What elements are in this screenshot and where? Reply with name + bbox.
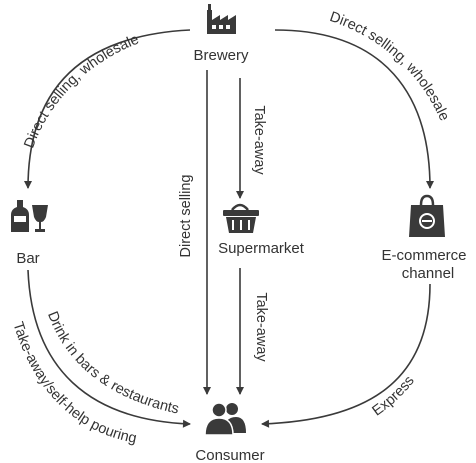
- edge-label-supermarket-to-consumer: Take-away: [253, 292, 269, 362]
- ecommerce-label-line2: channel: [402, 265, 455, 282]
- edge-brewery-to-ecommerce: [274, 29, 434, 189]
- edge-ecommerce-to-consumer: [261, 283, 431, 428]
- edge-bar-to-consumer: [27, 269, 191, 428]
- factory-icon: [207, 4, 236, 34]
- people-icon: [204, 402, 246, 436]
- edge-label-brewery-to-bar: Direct selling, wholesale: [21, 32, 141, 151]
- brewery-label: Brewery: [193, 47, 249, 64]
- edge-brewery-to-bar: [24, 29, 191, 189]
- bottle-and-glass-icon: [11, 200, 48, 232]
- supermarket-label: Supermarket: [218, 240, 305, 257]
- shopping-basket-icon: [223, 203, 259, 233]
- bar-label: Bar: [16, 250, 39, 267]
- edge-label-brewery-to-ecommerce: Direct selling, wholesale: [328, 9, 452, 123]
- shopping-bag-icon: [409, 194, 445, 237]
- edge-label-brewery-to-consumer: Direct selling: [178, 175, 194, 258]
- consumer-label: Consumer: [195, 447, 264, 463]
- ecommerce-label: E-commerce: [381, 247, 466, 264]
- edge-label-brewery-to-supermarket: Take-away: [251, 105, 267, 175]
